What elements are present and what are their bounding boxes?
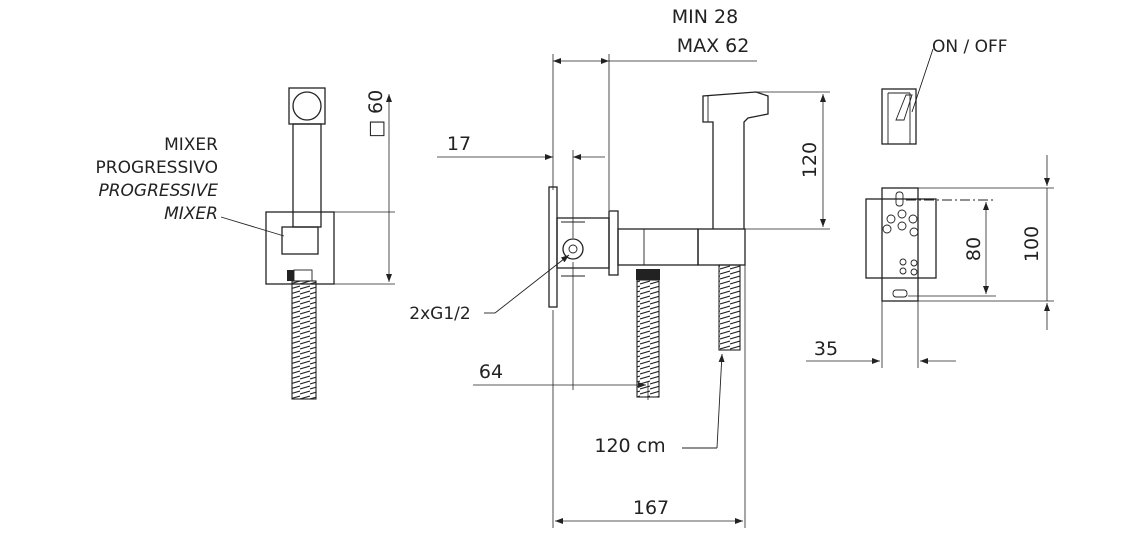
dim-35: 35 bbox=[814, 338, 838, 360]
hose bbox=[291, 280, 317, 400]
dim-100: 100 bbox=[1021, 226, 1043, 262]
back-mounting-plate bbox=[881, 187, 919, 302]
side-hose-right bbox=[718, 264, 741, 351]
side-mixer-body bbox=[617, 228, 699, 266]
dim-64: 64 bbox=[479, 361, 503, 383]
dim-80: 80 bbox=[963, 237, 985, 261]
side-holder bbox=[697, 228, 746, 266]
dim-167: 167 bbox=[633, 497, 669, 519]
on-off-label: ON / OFF bbox=[932, 37, 1008, 57]
dim-120: 120 bbox=[799, 142, 821, 178]
dim-max: MAX 62 bbox=[677, 35, 750, 57]
dim-17: 17 bbox=[447, 133, 471, 155]
side-wall-plate bbox=[548, 186, 558, 308]
hose-connector bbox=[287, 270, 294, 281]
on-off-lever bbox=[881, 88, 917, 145]
dim-min: MIN 28 bbox=[672, 6, 738, 28]
mixer-knob bbox=[281, 226, 319, 255]
back-outer-plate bbox=[865, 198, 937, 279]
label-mixer-it: MIXER bbox=[164, 135, 218, 155]
thread-inlet bbox=[562, 238, 584, 260]
side-view bbox=[437, 54, 830, 528]
thread-label: 2xG1/2 bbox=[409, 304, 470, 324]
side-flange bbox=[608, 210, 619, 276]
bottom-slot bbox=[892, 289, 908, 298]
back-view bbox=[806, 48, 1054, 368]
spray-nozzle bbox=[292, 91, 322, 121]
top-slot bbox=[895, 191, 904, 207]
handset-head bbox=[288, 87, 326, 125]
label-progressive-en: PROGRESSIVE bbox=[98, 181, 218, 201]
wall-plate bbox=[265, 211, 335, 285]
label-progressivo: PROGRESSIVO bbox=[96, 158, 218, 178]
side-handset bbox=[702, 91, 769, 229]
front-view bbox=[220, 87, 395, 400]
label-mixer-en: MIXER bbox=[164, 204, 218, 224]
side-hose-left bbox=[636, 279, 660, 398]
side-hose-connector bbox=[636, 269, 660, 280]
square-60-label: □ 60 bbox=[365, 90, 387, 138]
hose-length-label: 120 cm bbox=[594, 435, 665, 457]
